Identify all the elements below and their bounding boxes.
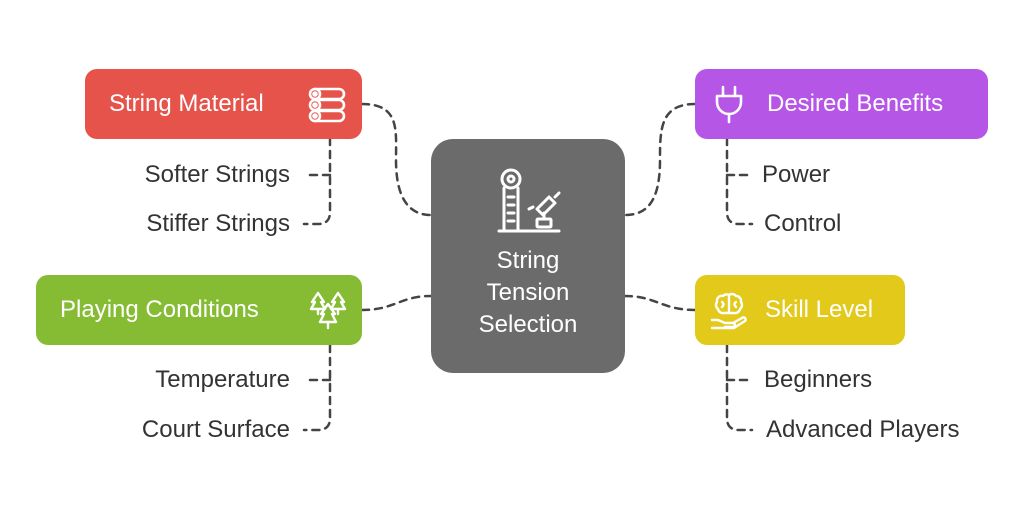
leaf-connector-skill-level — [725, 343, 754, 432]
leaf-connector-playing-conditions — [302, 343, 332, 432]
skill-level-box: Skill Level — [695, 275, 905, 345]
tension-meter-icon — [497, 168, 561, 233]
plug-icon — [715, 85, 743, 124]
string-material-label: String Material — [109, 90, 264, 117]
skill-level-label: Skill Level — [765, 296, 874, 323]
leaf-beginners: Beginners — [764, 366, 873, 393]
leaf-court-surface: Court Surface — [141, 416, 290, 443]
playing-conditions-label: Playing Conditions — [60, 296, 259, 323]
brain-hand-icon — [710, 292, 747, 330]
connector-desired-benefits — [623, 102, 697, 217]
string-material-box: String Material — [85, 69, 362, 139]
center-title: String Tension Selection — [431, 245, 625, 341]
connector-skill-level — [623, 294, 697, 312]
leaf-power: Power — [762, 161, 831, 188]
leaf-connector-desired-benefits — [725, 136, 754, 226]
leaf-connector-string-material — [302, 136, 332, 226]
leaf-stiffer-strings: Stiffer Strings — [146, 210, 290, 237]
leaf-control: Control — [764, 210, 842, 237]
pine-trees-icon — [309, 291, 347, 330]
leaf-softer-strings: Softer Strings — [144, 161, 290, 188]
material-rolls-icon — [308, 87, 346, 123]
desired-benefits-box: Desired Benefits — [695, 69, 988, 139]
leaf-temperature: Temperature — [155, 366, 290, 393]
center-node: String Tension Selection — [431, 139, 625, 373]
center-title-line-3: Selection — [478, 311, 578, 338]
leaf-advanced-players: Advanced Players — [766, 416, 960, 443]
connector-string-material — [360, 102, 433, 217]
playing-conditions-box: Playing Conditions — [36, 275, 362, 345]
center-title-line-2: Tension — [486, 279, 570, 306]
connector-playing-conditions — [360, 294, 433, 312]
center-title-line-1: String — [496, 247, 560, 274]
desired-benefits-label: Desired Benefits — [767, 90, 944, 117]
